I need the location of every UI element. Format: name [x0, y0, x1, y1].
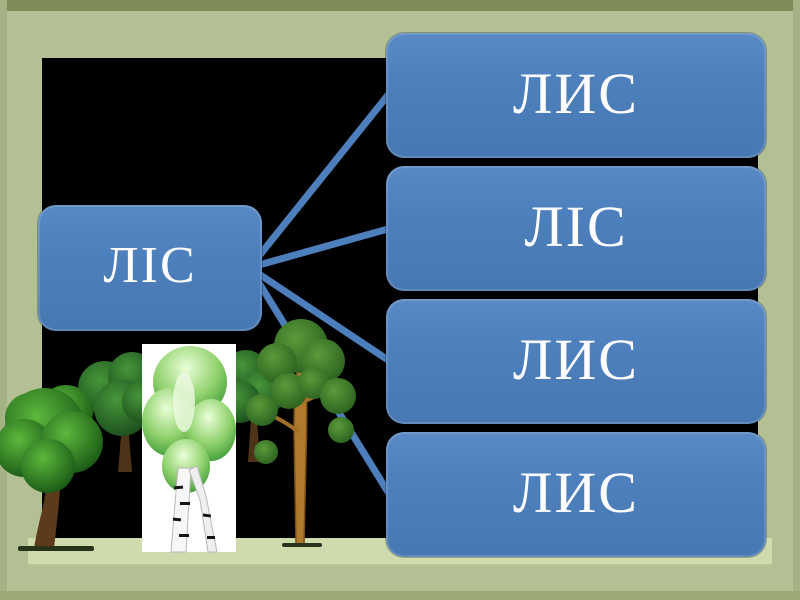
option-box-3[interactable]: ЛИС: [386, 299, 766, 424]
root-term-box: ЛІС: [38, 205, 262, 331]
option-label: ЛІС: [524, 193, 628, 259]
option-label: ЛИС: [513, 459, 639, 525]
frame-top-edge: [0, 0, 800, 11]
frame-right-edge: [793, 0, 800, 600]
frame-bottom-edge: [0, 591, 800, 600]
option-label: ЛИС: [513, 326, 639, 392]
option-label: ЛИС: [513, 60, 639, 126]
option-box-1[interactable]: ЛИС: [386, 33, 766, 158]
root-term-label: ЛІС: [103, 237, 197, 294]
option-box-4[interactable]: ЛИС: [386, 432, 766, 557]
frame-left-edge: [0, 0, 7, 600]
option-box-2[interactable]: ЛІС: [386, 166, 766, 291]
